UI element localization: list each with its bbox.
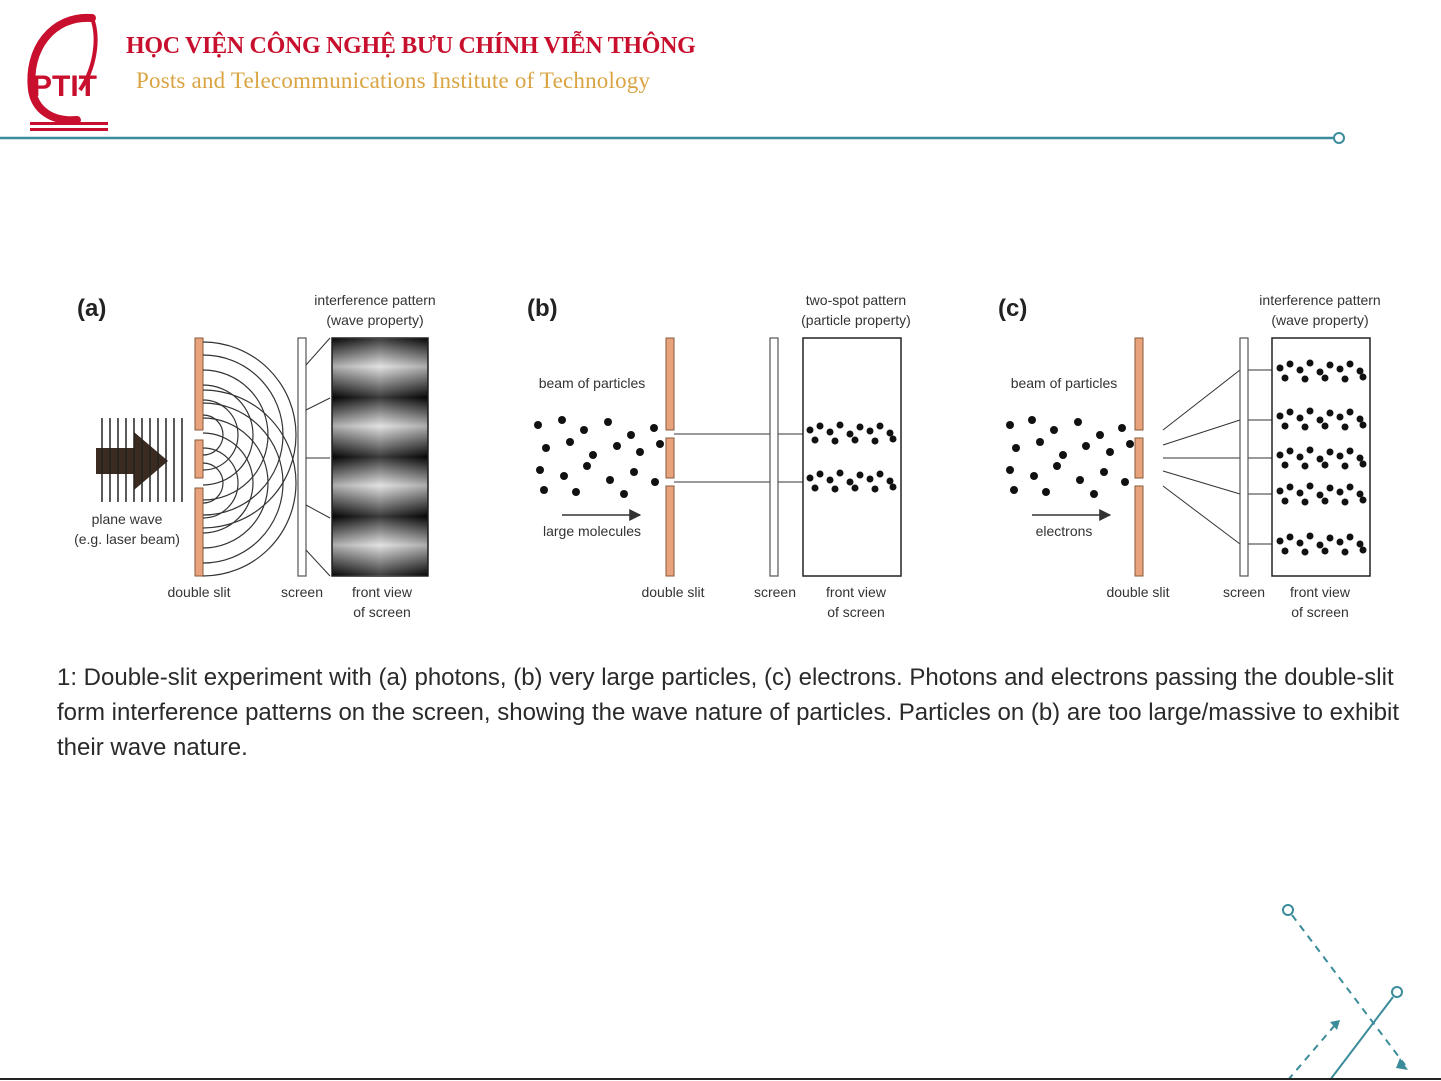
- panel-a: (a) interference pattern (wave property)…: [74, 292, 436, 620]
- panel-c-pattern-subtitle: (wave property): [1271, 312, 1368, 328]
- panel-b: (b) two-spot pattern (particle property)…: [527, 292, 911, 620]
- panel-c-front-label: front view: [1290, 584, 1351, 600]
- panel-a-front-sublabel: of screen: [353, 604, 411, 620]
- panel-a-screen-label: screen: [281, 584, 323, 600]
- panel-c-double-slit: [1134, 337, 1144, 577]
- institute-name-en: Posts and Telecommunications Institute o…: [136, 68, 651, 93]
- decorative-corner-lines: [1282, 904, 1408, 1080]
- panel-b-particles: [534, 416, 664, 498]
- panel-b-pattern-subtitle: (particle property): [801, 312, 911, 328]
- figure-caption: 1: Double-slit experiment with (a) photo…: [57, 664, 1400, 761]
- panel-a-pattern-title: interference pattern: [314, 292, 435, 308]
- ptit-logo: PTIT: [22, 10, 114, 135]
- panel-a-source-label: plane wave: [92, 511, 163, 527]
- panel-b-front-sublabel: of screen: [827, 604, 885, 620]
- panel-a-screen: [297, 337, 307, 577]
- institute-name-vn: HỌC VIỆN CÔNG NGHỆ BƯU CHÍNH VIỄN THÔNG: [126, 33, 696, 59]
- panel-a-connectors: [305, 337, 331, 577]
- panel-c-interference-dots: [1276, 359, 1367, 556]
- panel-c-pattern-title: interference pattern: [1259, 292, 1380, 308]
- panel-b-two-spot-pattern: [806, 421, 897, 493]
- panel-c-screen-label: screen: [1223, 584, 1265, 600]
- panel-b-screen-label: screen: [754, 584, 796, 600]
- double-slit-diagram: (a) interference pattern (wave property)…: [74, 292, 1381, 620]
- panel-b-particles-label: large molecules: [543, 523, 641, 539]
- panel-b-slit-label: double slit: [641, 584, 704, 600]
- panel-c-label: (c): [998, 295, 1027, 322]
- panel-a-source-sublabel: (e.g. laser beam): [74, 531, 180, 547]
- panel-c-screen: [1239, 337, 1249, 577]
- panel-c-slit-label: double slit: [1106, 584, 1169, 600]
- panel-b-front-label: front view: [826, 584, 887, 600]
- panel-c: (c) interference pattern (wave property)…: [998, 292, 1381, 620]
- bottom-border: [0, 1078, 1441, 1080]
- panel-b-front-view: [802, 337, 902, 577]
- panel-a-double-slit: [194, 337, 204, 577]
- panel-b-screen: [769, 337, 779, 577]
- panel-c-front-sublabel: of screen: [1291, 604, 1349, 620]
- panel-a-wavefronts: [202, 341, 297, 577]
- panel-c-electrons: [1006, 416, 1134, 498]
- panel-b-pattern-title: two-spot pattern: [806, 292, 906, 308]
- panel-a-pattern-subtitle: (wave property): [326, 312, 423, 328]
- panel-c-beam-label: beam of particles: [1011, 375, 1118, 391]
- header-divider: [0, 132, 1345, 144]
- panel-a-front-label: front view: [352, 584, 413, 600]
- panel-b-double-slit: [665, 337, 675, 577]
- panel-a-slit-label: double slit: [167, 584, 230, 600]
- panel-b-beam-label: beam of particles: [539, 375, 646, 391]
- panel-a-label: (a): [77, 295, 106, 322]
- plane-wave-lines: [101, 418, 183, 502]
- laser-beam-arrow: [96, 432, 168, 490]
- logo-text: PTIT: [32, 70, 97, 103]
- panel-b-label: (b): [527, 295, 558, 322]
- panel-c-particles-label: electrons: [1036, 523, 1093, 539]
